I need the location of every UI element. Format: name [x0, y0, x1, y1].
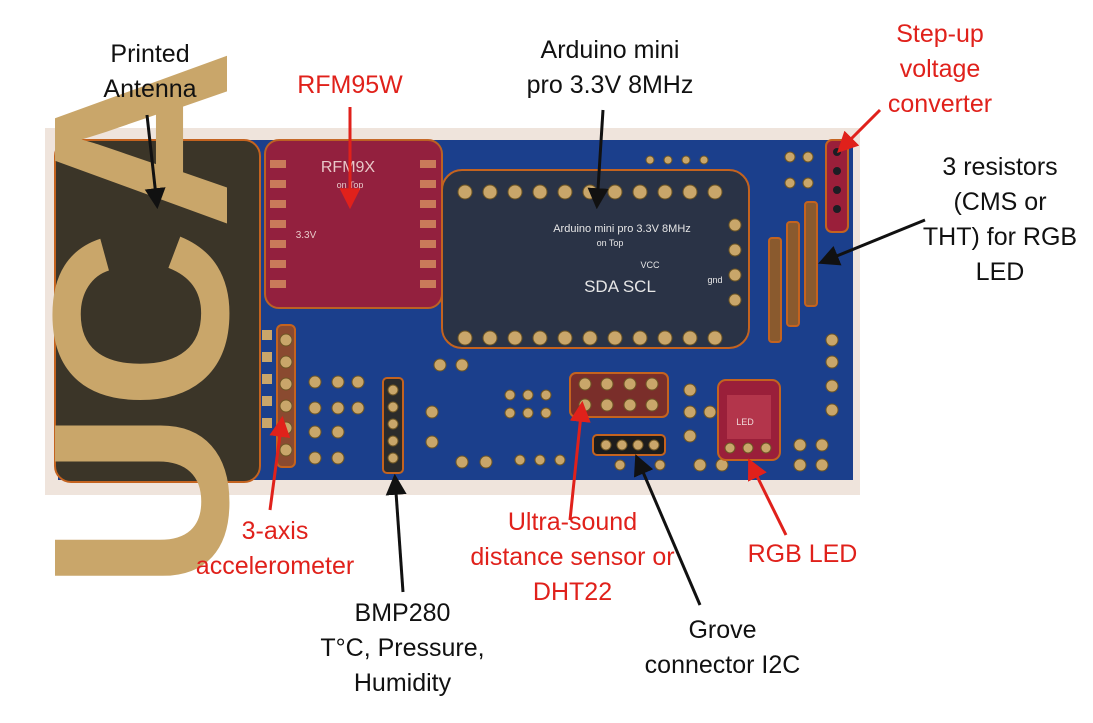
- arrow-grove: [633, 454, 702, 606]
- rgb-resistors: [768, 201, 818, 343]
- label-rgb-led: RGB LED: [747, 540, 858, 568]
- ultrasound-dht22-header: [569, 372, 669, 418]
- label-step-up: Step-up voltage converter: [887, 20, 993, 118]
- rfm-silk-title: RFM9X: [321, 159, 376, 176]
- rfm-silk-voltage: 3.3V: [296, 230, 317, 241]
- arduino-bottom-pins: [457, 330, 723, 346]
- grove-connector: [592, 434, 666, 456]
- label-bmp280: BMP280 T°C, Pressure, Humidity: [320, 599, 485, 697]
- arrow-rgb-led: [748, 458, 788, 536]
- arrow-resistors: [818, 218, 926, 266]
- arrow-antenna: [144, 114, 166, 210]
- arrow-ultrasound: [568, 400, 591, 521]
- arduino-silk-on-top: on Top: [597, 238, 624, 248]
- printed-antenna: UCA: [1, 49, 280, 591]
- converter-side-pads: [645, 151, 814, 189]
- label-resistors: 3 resistors (CMS or THT) for RGB LED: [922, 153, 1078, 286]
- arduino-gnd-silk: gnd: [707, 275, 722, 285]
- bmp280-header: [382, 377, 404, 474]
- rfm95w-module: RFM9X on Top 3.3V: [264, 139, 443, 309]
- label-accelerometer: 3-axis accelerometer: [195, 517, 355, 580]
- rgb-led-silk: LED: [736, 417, 754, 427]
- rgb-led-footprint: LED: [717, 379, 781, 461]
- uca-antenna-text: UCA: [1, 49, 280, 591]
- arduino-right-pins: [728, 218, 742, 307]
- arduino-silk-title: Arduino mini pro 3.3V 8MHz: [553, 223, 691, 235]
- label-ultrasound: Ultra-sound distance sensor or DHT22: [470, 508, 675, 606]
- arrow-accelerometer: [268, 415, 291, 511]
- arrow-bmp280: [385, 473, 407, 593]
- label-arduino: Arduino mini pro 3.3V 8MHz: [526, 36, 694, 99]
- arrow-arduino: [587, 109, 609, 210]
- label-rfm95w: RFM95W: [297, 71, 403, 99]
- arrow-step-up: [837, 108, 882, 153]
- label-printed-antenna: Printed Antenna: [103, 40, 197, 103]
- label-grove: Grove connector I2C: [644, 616, 801, 679]
- arduino-vcc-silk: VCC: [640, 260, 660, 270]
- misc-pads: [308, 333, 839, 472]
- arduino-mini-pro-footprint: Arduino mini pro 3.3V 8MHz on Top SDA SC…: [441, 169, 750, 349]
- step-up-converter-header: [825, 139, 849, 233]
- sda-scl-silk: SDA SCL: [584, 277, 656, 296]
- left-pin-column: [262, 330, 272, 428]
